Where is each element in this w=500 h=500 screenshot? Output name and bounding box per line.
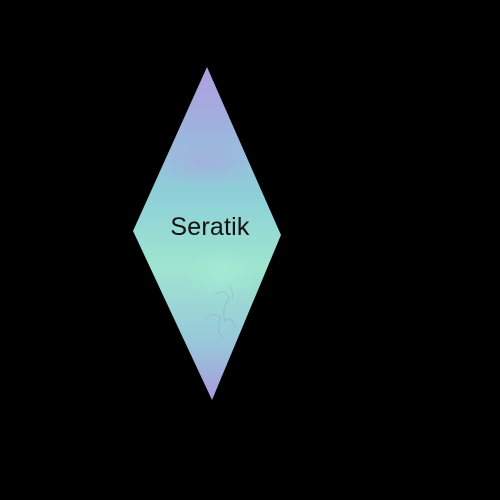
gem-label-text: Seratik [170, 213, 250, 241]
gem-texture [135, 140, 275, 339]
